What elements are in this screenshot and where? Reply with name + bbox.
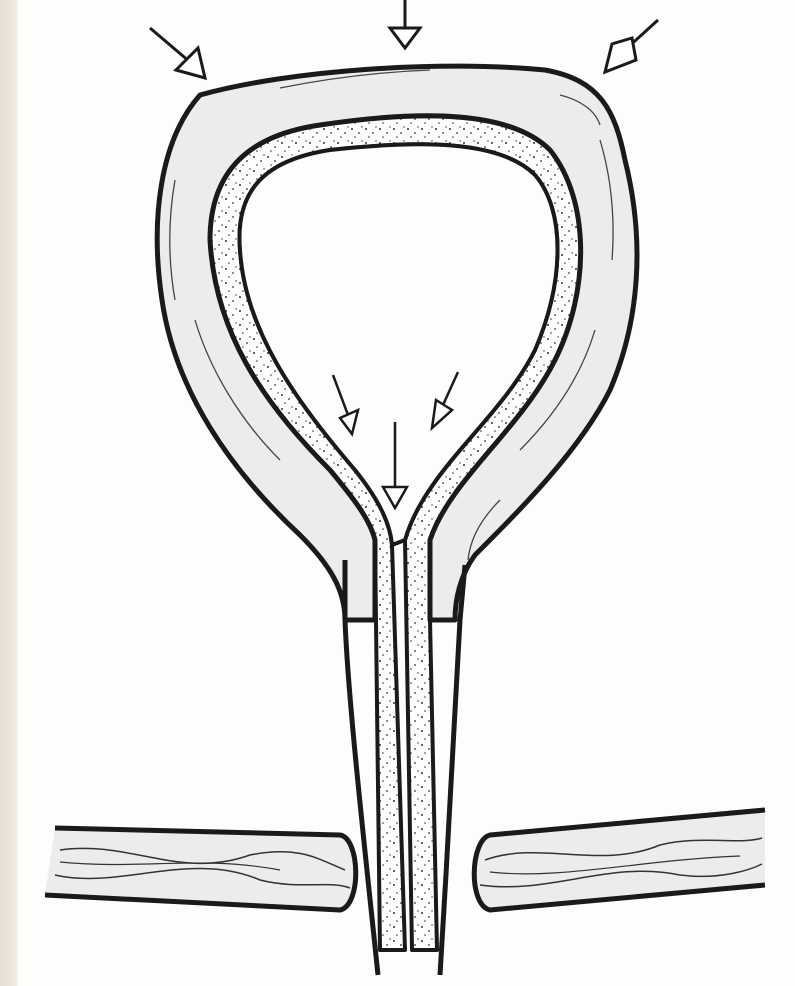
external-arrow-center (390, 0, 420, 48)
pelvic-floor-left (45, 828, 356, 910)
pelvic-floor-right (474, 810, 765, 910)
external-arrow-left (150, 28, 205, 78)
external-arrow-right (605, 20, 658, 72)
